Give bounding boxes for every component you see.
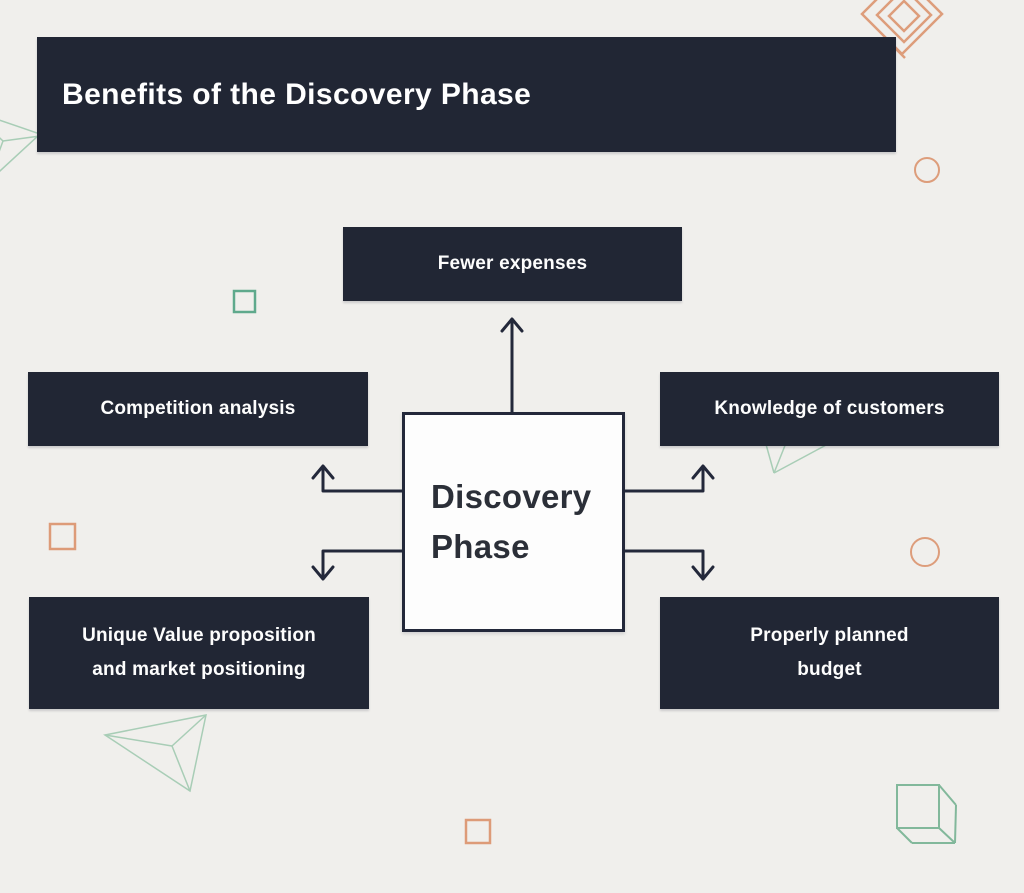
benefit-label: Competition analysis (100, 398, 296, 419)
tetrahedron-left-edge-icon (0, 119, 42, 172)
cube-bottom-right-icon (896, 784, 957, 844)
benefit-box-unique-value-proposition: Unique Value proposition and market posi… (29, 597, 369, 709)
circle-outline-right-icon (910, 537, 940, 567)
header-banner: Benefits of the Discovery Phase (37, 37, 896, 152)
orange-square-left-icon (48, 522, 77, 551)
benefit-box-properly-planned-budget: Properly planned budget (660, 597, 999, 709)
benefit-label: Knowledge of customers (714, 398, 945, 419)
page-title: Benefits of the Discovery Phase (62, 77, 532, 111)
arrow-right-up (623, 464, 715, 493)
arrow-left-up (311, 464, 404, 493)
benefit-label: Unique Value proposition and market posi… (82, 625, 316, 680)
benefit-box-knowledge-of-customers: Knowledge of customers (660, 372, 999, 446)
benefit-label: Properly planned budget (750, 625, 909, 680)
arrow-top (500, 317, 524, 414)
benefit-box-fewer-expenses: Fewer expenses (343, 227, 682, 301)
green-square-icon (232, 289, 257, 314)
arrow-left-down (311, 549, 404, 581)
benefit-box-competition-analysis: Competition analysis (28, 372, 368, 446)
arrow-right-down (623, 549, 715, 581)
orange-square-bottom-icon (464, 818, 492, 845)
tetrahedron-bottom-left-icon (103, 714, 207, 793)
center-node-discovery-phase: Discovery Phase (402, 412, 625, 632)
center-node-label: Discovery Phase (431, 478, 592, 565)
circle-outline-top-right-icon (914, 157, 940, 183)
benefit-label: Fewer expenses (437, 253, 588, 274)
